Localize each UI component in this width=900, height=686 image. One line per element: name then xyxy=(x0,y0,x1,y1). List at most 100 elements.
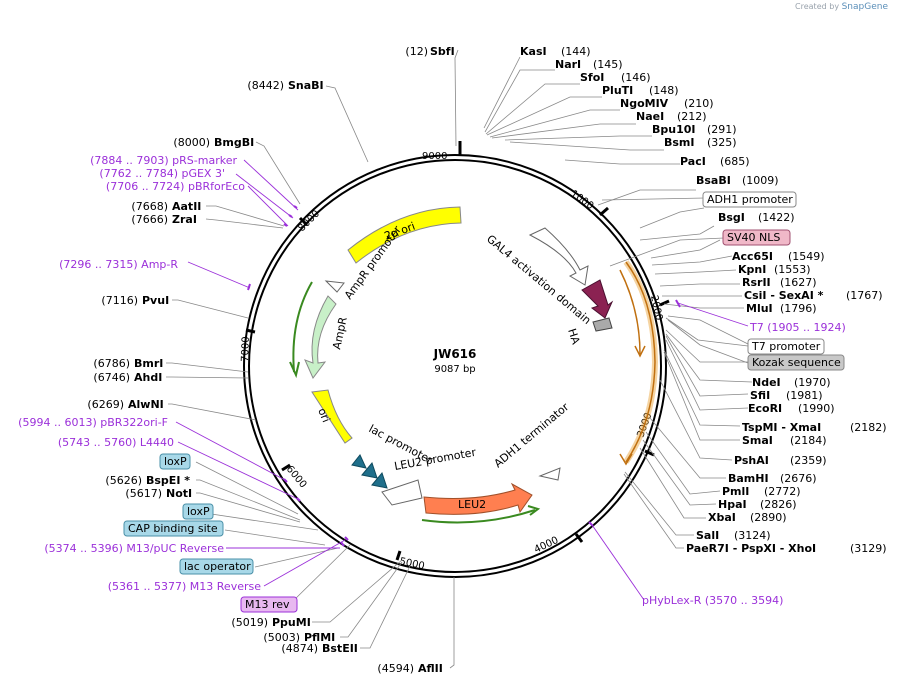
enzyme-pmli-pos: (2772) xyxy=(764,485,801,498)
primer-m13-reverse: (5361 .. 5377) M13 Reverse xyxy=(108,580,261,593)
enzyme-bspei-pos: (5626) xyxy=(105,474,142,487)
enzyme-ppumi-pos: (5019) xyxy=(231,616,268,629)
enzyme-noti-pos: (5617) xyxy=(125,487,162,500)
primer-pbr322ori-f: (5994 .. 6013) pBR322ori-F xyxy=(18,416,168,429)
enzyme-smai: SmaI xyxy=(742,434,773,447)
enzyme-pluti: PluTI xyxy=(602,84,633,97)
enzyme-kpni-pos: (1553) xyxy=(774,263,811,276)
enzyme-snabi: SnaBI xyxy=(288,79,324,92)
watermark-prefix: Created by xyxy=(795,2,840,11)
enzyme-mlui-pos: (1796) xyxy=(780,302,817,315)
feature-cap-binding-site: CAP binding site xyxy=(123,520,224,537)
enzyme-aatii: AatII xyxy=(172,200,201,213)
enzyme-pvui-pos: (7116) xyxy=(101,294,138,307)
primer-marks xyxy=(247,205,681,547)
box-t7-promoter xyxy=(747,338,825,355)
enzyme-ndei-pos: (1970) xyxy=(794,376,831,389)
primer-t7: T7 (1905 .. 1924) xyxy=(749,321,846,334)
enzyme-sali-pos: (3124) xyxy=(734,529,771,542)
leu2-orf-head xyxy=(527,505,541,516)
backbone xyxy=(243,154,667,578)
snapgene-logo: SnapGene xyxy=(841,2,888,12)
label-sv40-nls: SV40 NLS xyxy=(727,231,780,244)
adh1-terminator-label: ADH1 terminator xyxy=(492,400,572,470)
adh1-terminator-arrow xyxy=(538,467,561,481)
box-kozak-sequence xyxy=(747,354,845,371)
enzyme-kasi: KasI xyxy=(520,45,547,58)
label-t7-promoter: T7 promoter xyxy=(751,340,821,353)
enzyme-xbai-pos: (2890) xyxy=(750,511,787,524)
primer-lines xyxy=(175,159,749,601)
box-cap-binding-site xyxy=(123,520,224,537)
enzyme-labels-right: KasI(144) NarI(145) SfoI(146) PluTI(148)… xyxy=(520,45,887,555)
enzyme-sfii-pos: (1981) xyxy=(786,389,823,402)
enzyme-pshai-pos: (2359) xyxy=(790,454,827,467)
gold-orf-inner-head xyxy=(634,345,646,358)
enzyme-aatii-pos: (7668) xyxy=(131,200,168,213)
boxed-features: ADH1 promoter SV40 NLS T7 promoter Kozak… xyxy=(123,191,845,613)
feature-loxp-1: loxP xyxy=(159,453,191,470)
enzyme-bsmi: BsmI xyxy=(664,136,695,149)
enzyme-acc65i: Acc65I xyxy=(732,250,773,263)
tick-9000: 9000 xyxy=(422,151,447,162)
label-kozak-sequence: Kozak sequence xyxy=(752,356,841,369)
enzyme-sfii: SfiI xyxy=(750,389,770,402)
label-lac-operator: lac operator xyxy=(184,560,251,573)
enzyme-smai-pos: (2184) xyxy=(790,434,827,447)
enzyme-paer7i-pspxi-xhoi-pos: (3129) xyxy=(850,542,887,555)
enzyme-ngomiv: NgoMIV xyxy=(620,97,669,110)
enzyme-sali: SalI xyxy=(696,529,719,542)
enzyme-pvui: PvuI xyxy=(142,294,169,307)
plasmid-name: JW616 xyxy=(433,347,477,361)
plasmid-size: 9087 bp xyxy=(434,364,475,375)
enzyme-nari: NarI xyxy=(555,58,581,71)
box-lac-operator xyxy=(179,558,254,575)
enzyme-pflmi-pos: (5003) xyxy=(263,631,300,644)
enzyme-bsgi-pos: (1422) xyxy=(758,211,795,224)
tick-1000: 1000 xyxy=(568,188,595,212)
enzyme-ahdi: AhdI xyxy=(134,371,162,384)
primer-phyblex-r: pHybLex-R (3570 .. 3594) xyxy=(642,594,783,607)
enzyme-paci: PacI xyxy=(680,155,706,168)
primer-pbrforeco: (7706 .. 7724) pBRforEco xyxy=(106,180,245,193)
leu2-promoter-arrow xyxy=(381,479,423,506)
enzyme-pshai: PshAI xyxy=(734,454,769,467)
label-adh1-promoter: ADH1 promoter xyxy=(707,193,793,206)
enzyme-pflmi: PflMI xyxy=(304,631,335,644)
lac-operator-mark xyxy=(361,461,378,479)
tick-marks xyxy=(245,141,670,561)
tick-7000: 7000 xyxy=(240,336,252,362)
enzyme-sbfi-pos: (12) xyxy=(405,45,428,58)
ampr-orf-line xyxy=(292,281,313,373)
ampr-promoter-arrow xyxy=(324,280,345,293)
enzyme-bsteii-pos: (4874) xyxy=(281,642,318,655)
primer-prs-marker: (7884 .. 7903) pRS-marker xyxy=(90,154,237,167)
ori-arrow xyxy=(311,389,353,444)
enzyme-sbfi: SbfI xyxy=(430,45,455,58)
box-m13-rev xyxy=(240,596,298,613)
cap-site-mark xyxy=(351,454,367,469)
enzyme-bmri-pos: (6786) xyxy=(93,357,130,370)
enzyme-csii-sexai-pos: (1767) xyxy=(846,289,883,302)
label-m13-rev: M13 rev xyxy=(245,598,290,611)
box-sv40-nls xyxy=(722,229,791,246)
ampr-orf-head xyxy=(289,361,300,379)
enzyme-bspei: BspEI * xyxy=(146,474,190,487)
gold-orf-inner xyxy=(619,269,641,355)
enzyme-bsabi: BsaBI xyxy=(696,174,731,187)
tick-2000: 2000 xyxy=(648,294,664,321)
enzyme-bsgi: BsgI xyxy=(718,211,745,224)
feature-kozak-sequence: Kozak sequence xyxy=(747,354,845,371)
enzyme-ahdi-pos: (6746) xyxy=(93,371,130,384)
feature-m13-rev: M13 rev xyxy=(240,596,298,613)
primer-labels: (7884 .. 7903) pRS-marker (7762 .. 7784)… xyxy=(18,154,846,607)
enzyme-alwni-pos: (6269) xyxy=(87,398,124,411)
box-loxp-1 xyxy=(159,453,191,470)
enzyme-ppumi: PpuMI xyxy=(272,616,311,629)
enzyme-noti: NotI xyxy=(166,487,192,500)
enzyme-pluti-pos: (148) xyxy=(649,84,679,97)
enzyme-bmgbi: BmgBI xyxy=(214,136,254,149)
enzyme-bmgbi-pos: (8000) xyxy=(173,136,210,149)
enzyme-ngomiv-pos: (210) xyxy=(684,97,714,110)
enzyme-naei-pos: (212) xyxy=(677,110,707,123)
